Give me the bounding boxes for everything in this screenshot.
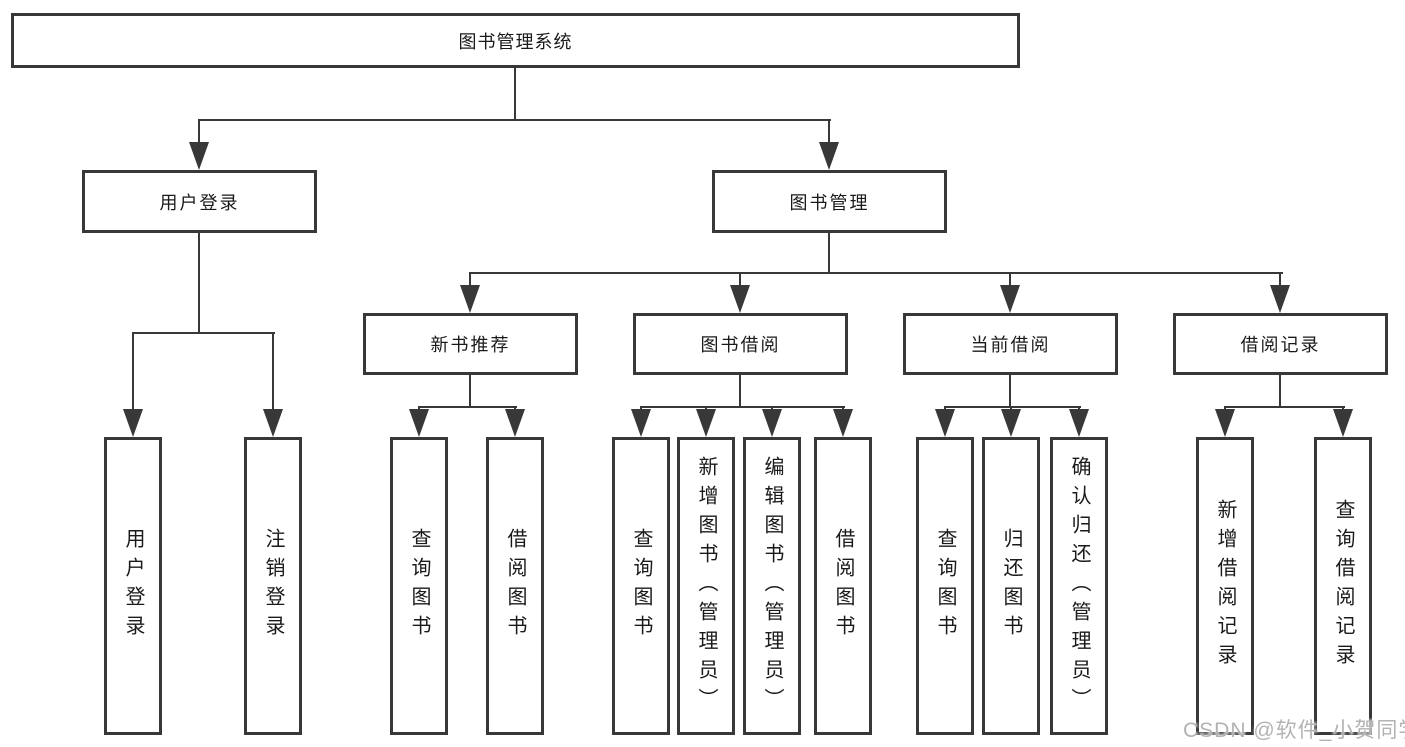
arrow-down-icon xyxy=(409,409,429,437)
connector-group-vline xyxy=(1009,375,1011,408)
node-logout-action: 注销登录 xyxy=(244,437,302,735)
arrow-down-icon xyxy=(1333,409,1353,437)
arrow-down-icon xyxy=(696,409,716,437)
connector-user-login-hline xyxy=(132,332,275,334)
node-label: 图书管理系统 xyxy=(458,31,573,52)
node-label: 新增借阅记录 xyxy=(1214,499,1236,673)
node-label: 编辑图书（管理员） xyxy=(761,455,783,717)
connector-l3-drop xyxy=(739,272,741,288)
arrow-down-icon xyxy=(935,409,955,437)
node-confirm-return-admin: 确认归还（管理员） xyxy=(1050,437,1108,735)
arrow-down-icon xyxy=(505,409,525,437)
node-query-books-borrowing: 查询图书 xyxy=(612,437,670,735)
arrow-down-icon xyxy=(833,409,853,437)
arrow-down-icon xyxy=(263,409,283,437)
connector-user-login-vline xyxy=(198,233,200,334)
connector-group-hline xyxy=(418,406,517,408)
arrow-down-icon xyxy=(460,285,480,313)
node-label: 图书借阅 xyxy=(700,335,781,355)
connector-group-hline xyxy=(640,406,845,408)
node-label: 借阅记录 xyxy=(1240,335,1321,355)
node-borrow-books-borrowing: 借阅图书 xyxy=(814,437,872,735)
connector-group-hline xyxy=(1224,406,1345,408)
connector-group-vline xyxy=(739,375,741,408)
node-book-borrowing: 图书借阅 xyxy=(633,313,848,375)
arrow-down-icon xyxy=(730,285,750,313)
arrow-down-icon xyxy=(1000,285,1020,313)
node-library-system-root: 图书管理系统 xyxy=(11,13,1020,68)
node-label: 查询图书 xyxy=(408,528,430,644)
node-edit-books-admin: 编辑图书（管理员） xyxy=(743,437,801,735)
arrow-down-icon xyxy=(1270,285,1290,313)
connector-book-mgmt-hline xyxy=(469,272,1283,274)
node-user-login-action: 用户登录 xyxy=(104,437,162,735)
node-label: 注销登录 xyxy=(262,528,284,644)
node-query-books-recommend: 查询图书 xyxy=(390,437,448,735)
connector-group-vline xyxy=(1279,375,1281,408)
node-add-books-admin: 新增图书（管理员） xyxy=(677,437,735,735)
node-query-borrow-record: 查询借阅记录 xyxy=(1314,437,1372,735)
connector-leaf-drop xyxy=(132,332,134,412)
node-label: 查询图书 xyxy=(934,528,956,644)
node-label: 归还图书 xyxy=(1000,528,1022,644)
node-label: 图书管理 xyxy=(789,192,870,213)
node-current-borrowing: 当前借阅 xyxy=(903,313,1118,375)
node-borrowing-records: 借阅记录 xyxy=(1173,313,1388,375)
arrow-down-icon xyxy=(1001,409,1021,437)
node-book-management: 图书管理 xyxy=(712,170,947,233)
node-label: 用户登录 xyxy=(159,192,240,213)
connector-l3-drop xyxy=(1009,272,1011,288)
node-label: 新增图书（管理员） xyxy=(695,455,717,717)
node-label: 用户登录 xyxy=(122,528,144,644)
arrow-down-icon xyxy=(1069,409,1089,437)
node-label: 借阅图书 xyxy=(832,528,854,644)
connector-book-mgmt-vline xyxy=(828,233,830,274)
node-borrow-books-recommend: 借阅图书 xyxy=(486,437,544,735)
arrow-down-icon xyxy=(819,142,839,170)
csdn-watermark: CSDN @软件_小贺同学 xyxy=(1183,719,1405,742)
node-label: 借阅图书 xyxy=(504,528,526,644)
node-user-login: 用户登录 xyxy=(82,170,317,233)
arrow-down-icon xyxy=(1215,409,1235,437)
node-add-borrow-record: 新增借阅记录 xyxy=(1196,437,1254,735)
node-return-books: 归还图书 xyxy=(982,437,1040,735)
node-label: 确认归还（管理员） xyxy=(1068,455,1090,717)
node-new-book-recommendation: 新书推荐 xyxy=(363,313,578,375)
connector-l3-drop xyxy=(1279,272,1281,288)
arrow-down-icon xyxy=(631,409,651,437)
arrow-down-icon xyxy=(123,409,143,437)
connector-leaf-drop xyxy=(272,332,274,412)
connector-l3-drop xyxy=(469,272,471,288)
node-label: 新书推荐 xyxy=(430,335,511,355)
arrow-down-icon xyxy=(762,409,782,437)
connector-group-vline xyxy=(469,375,471,408)
connector-root-vline xyxy=(514,68,516,121)
connector-group-hline xyxy=(944,406,1081,408)
node-label: 当前借阅 xyxy=(970,335,1051,355)
node-label: 查询图书 xyxy=(630,528,652,644)
connector-root-hline xyxy=(198,119,831,121)
connector-user-login-drop xyxy=(198,119,200,146)
connector-book-mgmt-drop xyxy=(828,119,830,146)
node-label: 查询借阅记录 xyxy=(1332,499,1354,673)
arrow-down-icon xyxy=(189,142,209,170)
node-query-books-current: 查询图书 xyxy=(916,437,974,735)
